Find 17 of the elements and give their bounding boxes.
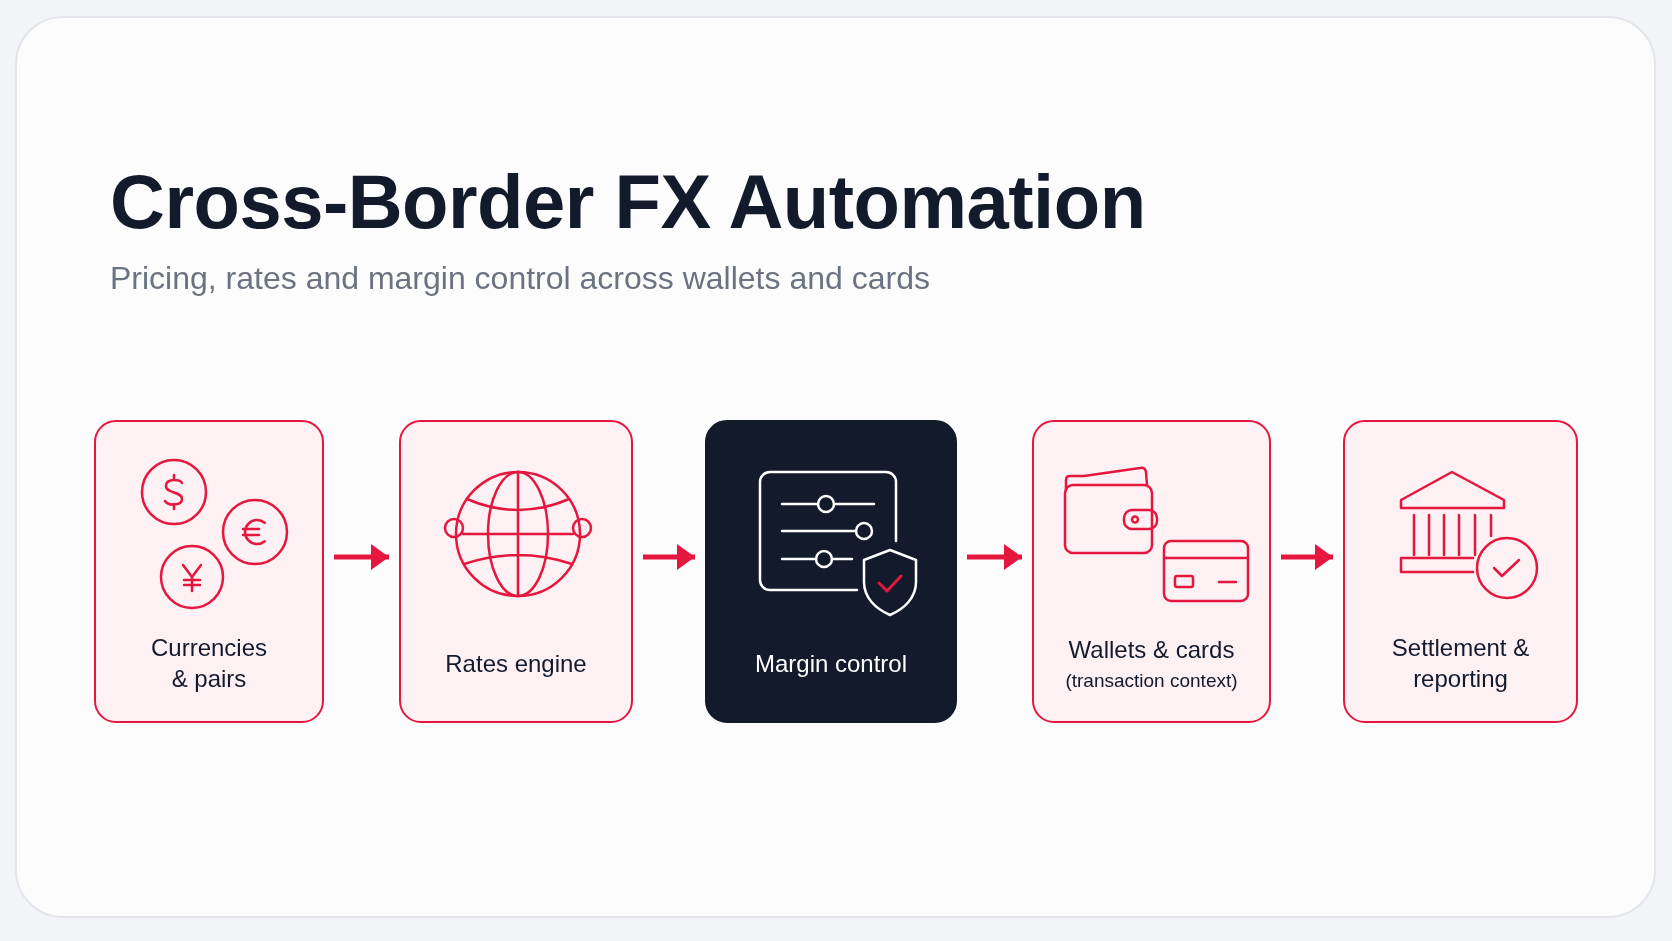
step-note: (transaction context)	[1065, 668, 1238, 693]
step-title: Settlement & reporting	[1390, 633, 1531, 694]
step-title: Margin control	[754, 648, 908, 679]
step-card	[399, 420, 633, 723]
step-card	[705, 420, 957, 723]
step-card	[1032, 420, 1271, 723]
step-title: Wallets & cards	[1068, 634, 1235, 665]
step-title: Rates engine	[445, 648, 587, 679]
arrow	[967, 544, 1022, 570]
step-title: Currencies & pairs	[149, 633, 268, 694]
arrow	[1281, 544, 1333, 570]
arrow	[643, 544, 695, 570]
title: Cross-Border FX Automation	[110, 164, 1146, 240]
step-card	[1343, 420, 1578, 723]
arrow	[334, 544, 389, 570]
step-card	[94, 420, 324, 723]
subtitle: Pricing, rates and margin control across wallets and cards	[110, 262, 930, 296]
